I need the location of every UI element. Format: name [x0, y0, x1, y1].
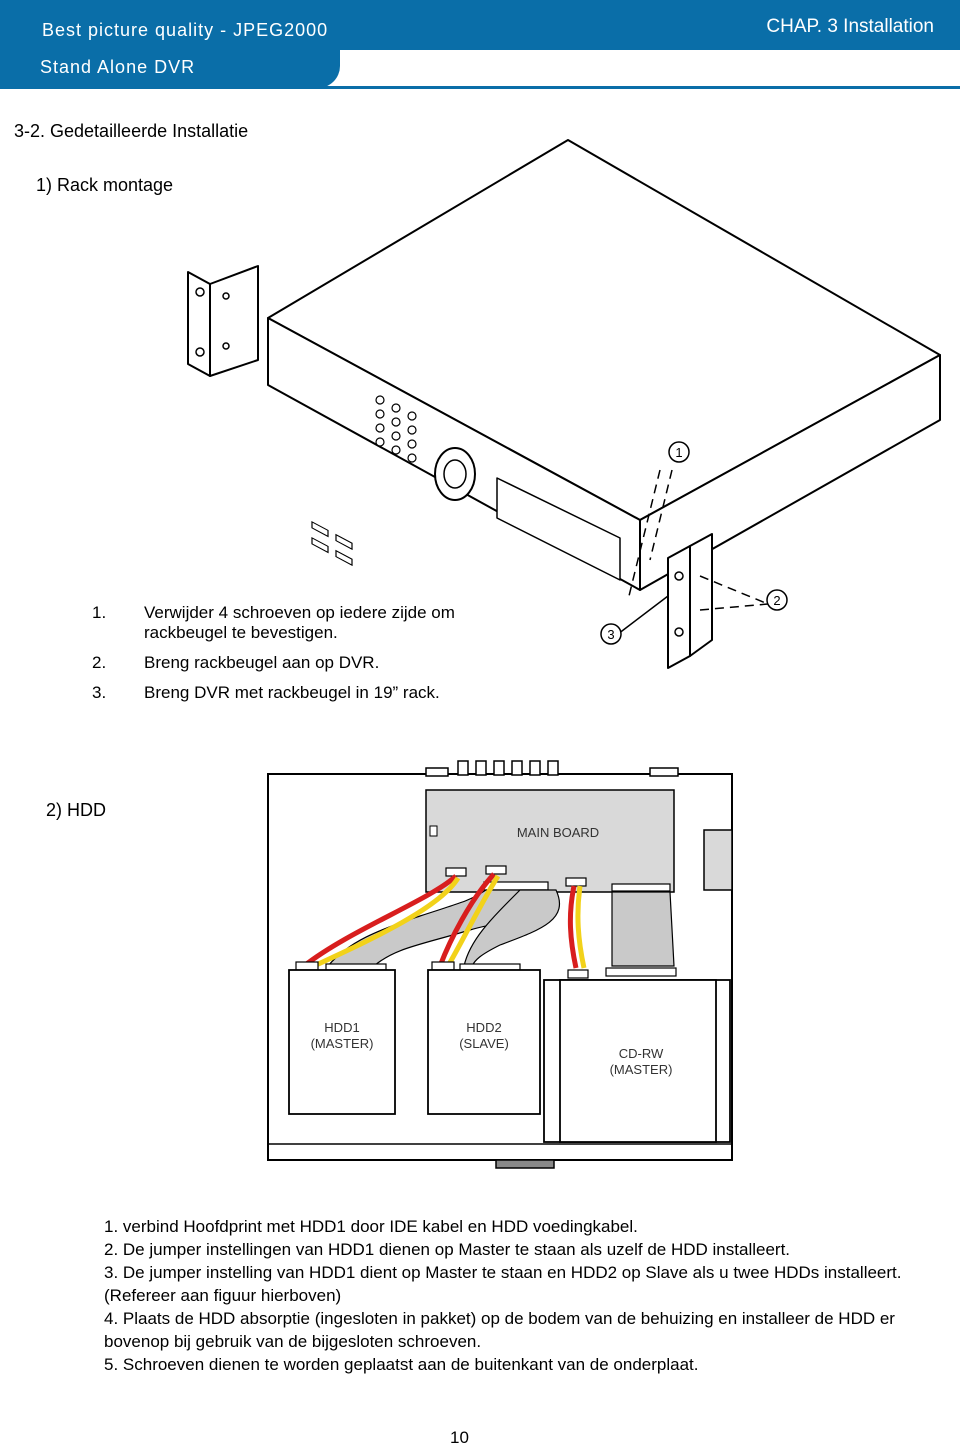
callout-3: 3	[600, 623, 622, 645]
header-band	[0, 0, 960, 50]
hdd-step: 4. Plaats de HDD absorptie (ingesloten i…	[104, 1309, 895, 1351]
hdd-step: 3. De jumper instelling van HDD1 dient o…	[104, 1263, 902, 1305]
callout-1: 1	[668, 441, 690, 463]
hdd-step: 5. Schroeven dienen te worden geplaatst …	[104, 1355, 699, 1374]
rack-step-text: Verwijder 4 schroeven op iedere zijde om…	[144, 603, 455, 642]
callout-3-label: 3	[607, 627, 614, 642]
power-supply-block	[703, 829, 733, 891]
rack-step: 2. Breng rackbeugel aan op DVR.	[92, 653, 532, 673]
hdd1-sublabel: (MASTER)	[311, 1036, 374, 1051]
section-title: 3-2. Gedetailleerde Installatie	[14, 121, 249, 141]
hdd2-sublabel: (SLAVE)	[459, 1036, 509, 1051]
hdd2-drive	[427, 969, 541, 1115]
chapter-title: CHAP. 3 Installation	[766, 16, 934, 37]
page-header: Best picture quality - JPEG2000 Stand Al…	[0, 0, 960, 92]
cdrw-label: CD-RW	[619, 1046, 664, 1061]
left-bracket-flange	[209, 265, 259, 377]
product-name: Stand Alone DVR	[40, 57, 196, 77]
callout-2: 2	[766, 589, 788, 611]
rack-step-text: Breng rackbeugel aan op DVR.	[144, 653, 380, 672]
front-dial	[495, 1159, 555, 1169]
hdd-steps: 1. verbind Hoofdprint met HDD1 door IDE …	[104, 1215, 944, 1376]
dvr-disc-tray	[496, 477, 621, 581]
rack-step-number: 3.	[92, 683, 107, 702]
hdd1-label: HDD1	[324, 1020, 359, 1035]
main-board-label: MAIN BOARD	[517, 825, 599, 840]
rack-mount-illustration: 1 2 3	[187, 139, 941, 669]
hdd-subtitle: 2) HDD	[46, 800, 107, 820]
cdrw-sublabel: (MASTER)	[610, 1062, 673, 1077]
rack-steps: 1. Verwijder 4 schroeven op iedere zijde…	[92, 603, 532, 713]
hdd1-drive	[288, 969, 396, 1115]
hdd2-label: HDD2	[466, 1020, 501, 1035]
hdd-step: 1. verbind Hoofdprint met HDD1 door IDE …	[104, 1217, 638, 1236]
rack-step-number: 1.	[92, 603, 107, 622]
right-bracket-flange	[689, 533, 713, 657]
rack-step-text: Breng DVR met rackbeugel in 19” rack.	[144, 683, 440, 702]
rack-subtitle: 1) Rack montage	[36, 175, 174, 195]
page-number: 10	[450, 1428, 469, 1447]
header-tab	[0, 50, 340, 88]
rack-step-number: 2.	[92, 653, 107, 672]
callout-2-label: 2	[773, 593, 780, 608]
hdd-step: 2. De jumper instellingen van HDD1 diene…	[104, 1240, 791, 1259]
main-board	[425, 789, 675, 893]
callout-1-label: 1	[675, 445, 682, 460]
rack-step: 3. Breng DVR met rackbeugel in 19” rack.	[92, 683, 532, 703]
brand-tagline: Best picture quality - JPEG2000	[42, 20, 329, 40]
header-rule	[0, 86, 960, 89]
ide-ribbon-cables	[326, 889, 675, 967]
rack-step: 1. Verwijder 4 schroeven op iedere zijde…	[92, 603, 532, 643]
